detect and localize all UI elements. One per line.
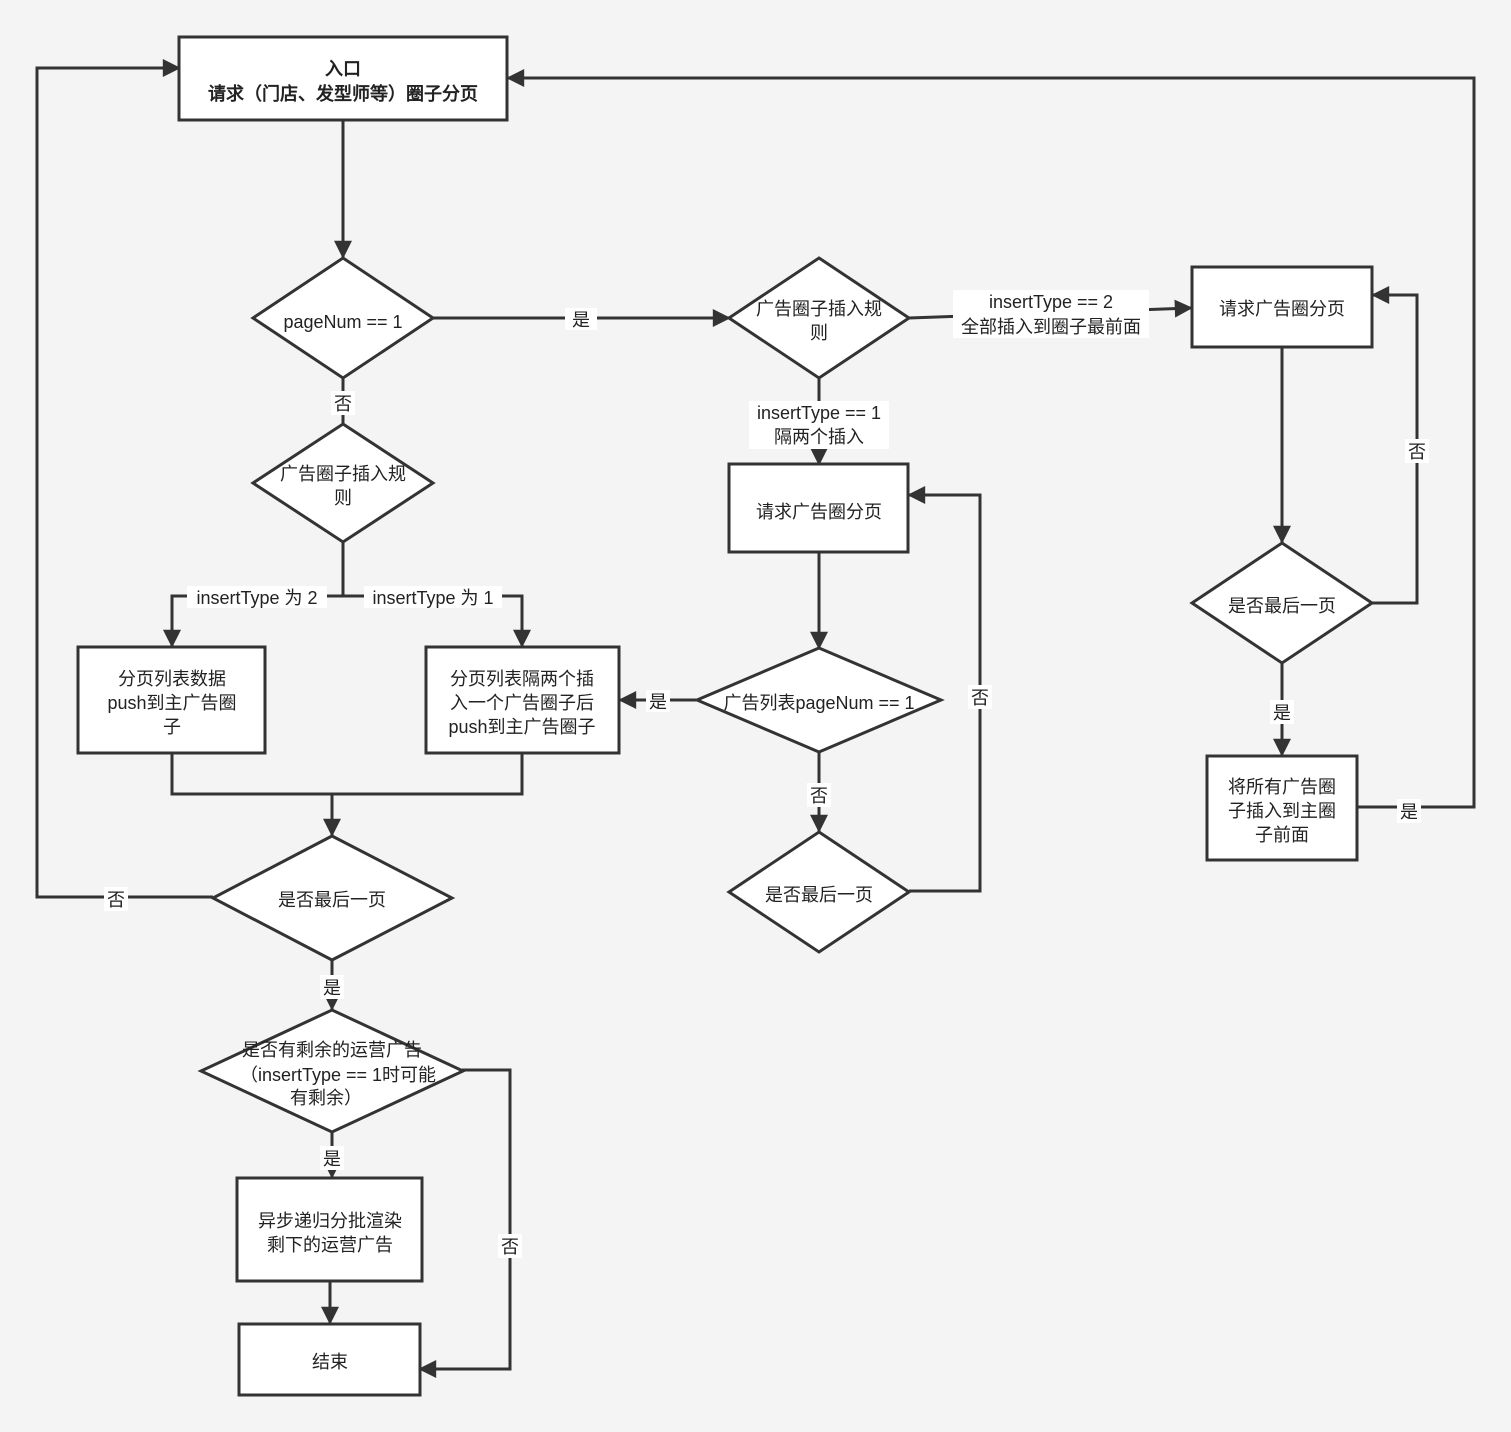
end-text: 结束 xyxy=(312,1352,348,1372)
request-ad-mid-text: 请求广告圈分页 xyxy=(756,502,882,522)
rule-left-line2: 则 xyxy=(334,488,352,508)
label-insertfront-yes: 是 xyxy=(1400,802,1418,822)
remaining-check-line1: 是否有剩余的运营广告 xyxy=(242,1040,422,1060)
push-interleave-line2: 入一个广告圈子后 xyxy=(450,693,594,713)
node-adlist-check: 广告列表pageNum == 1 xyxy=(693,646,945,754)
last-page-right-text: 是否最后一页 xyxy=(1228,596,1336,616)
push-all-line1: 分页列表数据 xyxy=(118,669,226,689)
edge-push-merge xyxy=(170,753,524,796)
insert-front-line1: 将所有广告圈 xyxy=(1228,777,1336,797)
node-push-interleave: 分页列表隔两个插 入一个广告圈子后 push到主广告圈子 xyxy=(424,645,621,755)
push-interleave-line1: 分页列表隔两个插 xyxy=(450,669,594,689)
label-left-type1: insertType 为 1 xyxy=(372,588,493,608)
last-page-mid-text: 是否最后一页 xyxy=(765,885,873,905)
edge-remaining-no xyxy=(418,1068,512,1378)
node-last-page-right: 是否最后一页 xyxy=(1189,541,1375,665)
node-insert-front: 将所有广告圈 子插入到主圈 子前面 xyxy=(1205,754,1359,862)
node-request-ad-mid: 请求广告圈分页 xyxy=(727,462,910,554)
node-rule-mid: 广告圈子插入规 则 xyxy=(726,256,912,380)
node-end: 结束 xyxy=(237,1322,422,1397)
push-all-line2: push到主广告圈 xyxy=(107,693,236,713)
node-request-ad-right: 请求广告圈分页 xyxy=(1190,265,1374,349)
rule-mid-line1: 广告圈子插入规 xyxy=(756,299,882,319)
edge-lastmain-no xyxy=(35,59,213,899)
label-remaining-yes: 是 xyxy=(323,1149,341,1169)
label-remaining-no: 否 xyxy=(501,1237,519,1257)
push-interleave-line3: push到主广告圈子 xyxy=(448,717,595,737)
node-async-render: 异步递归分批渲染 剩下的运营广告 xyxy=(235,1176,424,1283)
label-type1-line1: insertType == 1 xyxy=(757,403,881,423)
push-all-line3: 子 xyxy=(163,717,181,737)
label-adcheck-no: 否 xyxy=(810,786,828,806)
node-last-page-main: 是否最后一页 xyxy=(209,834,456,962)
rule-mid-line2: 则 xyxy=(810,323,828,343)
node-entry: 入口 请求（门店、发型师等）圈子分页 xyxy=(177,35,509,122)
remaining-check-line3: 有剩余） xyxy=(290,1088,362,1108)
adlist-check-text: 广告列表pageNum == 1 xyxy=(723,693,914,713)
rule-left-line1: 广告圈子插入规 xyxy=(280,464,406,484)
entry-subtitle: 请求（门店、发型师等）圈子分页 xyxy=(208,83,478,104)
label-lastmain-yes: 是 xyxy=(323,978,341,998)
label-lastmain-no: 否 xyxy=(107,890,125,910)
node-last-page-mid: 是否最后一页 xyxy=(726,830,912,954)
node-rule-left: 广告圈子插入规 则 xyxy=(250,422,436,544)
node-pagenum-check: pageNum == 1 xyxy=(250,256,436,380)
pagenum-check-text: pageNum == 1 xyxy=(283,312,402,332)
label-left-type2: insertType 为 2 xyxy=(196,588,317,608)
label-lastright-yes: 是 xyxy=(1273,703,1291,723)
label-lastright-no: 否 xyxy=(1408,442,1426,462)
async-render-line1: 异步递归分批渲染 xyxy=(258,1211,402,1231)
insert-front-line2: 子插入到主圈 xyxy=(1228,801,1336,821)
label-lastmid-no: 否 xyxy=(971,688,989,708)
label-type1-line2: 隔两个插入 xyxy=(774,427,864,447)
label-no: 否 xyxy=(334,394,352,414)
label-yes: 是 xyxy=(572,310,590,330)
label-type2-line2: 全部插入到圈子最前面 xyxy=(961,317,1141,337)
label-adcheck-yes: 是 xyxy=(649,692,667,712)
remaining-check-line2: （insertType == 1时可能 xyxy=(240,1065,436,1085)
async-render-line2: 剩下的运营广告 xyxy=(267,1235,393,1255)
label-type2-line1: insertType == 2 xyxy=(989,292,1113,312)
entry-title: 入口 xyxy=(325,59,361,79)
node-remaining-check: 是否有剩余的运营广告 （insertType == 1时可能 有剩余） xyxy=(197,1008,467,1134)
node-push-all: 分页列表数据 push到主广告圈 子 xyxy=(76,645,267,755)
request-ad-right-text: 请求广告圈分页 xyxy=(1219,299,1345,319)
last-page-main-text: 是否最后一页 xyxy=(278,890,386,910)
insert-front-line3: 子前面 xyxy=(1255,825,1309,845)
